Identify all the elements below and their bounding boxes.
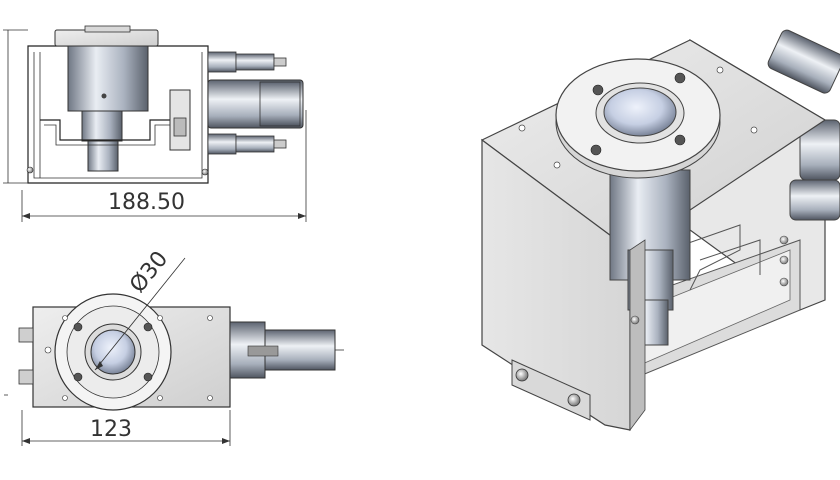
diameter-dimension: Ø30 <box>125 247 173 298</box>
side-width-dimension: 188.50 <box>108 190 185 215</box>
top-view <box>4 257 344 446</box>
side-view <box>3 25 307 222</box>
top-width-dimension: 123 <box>90 417 132 442</box>
isometric-view <box>480 29 840 432</box>
connector-cylinders <box>767 29 840 221</box>
